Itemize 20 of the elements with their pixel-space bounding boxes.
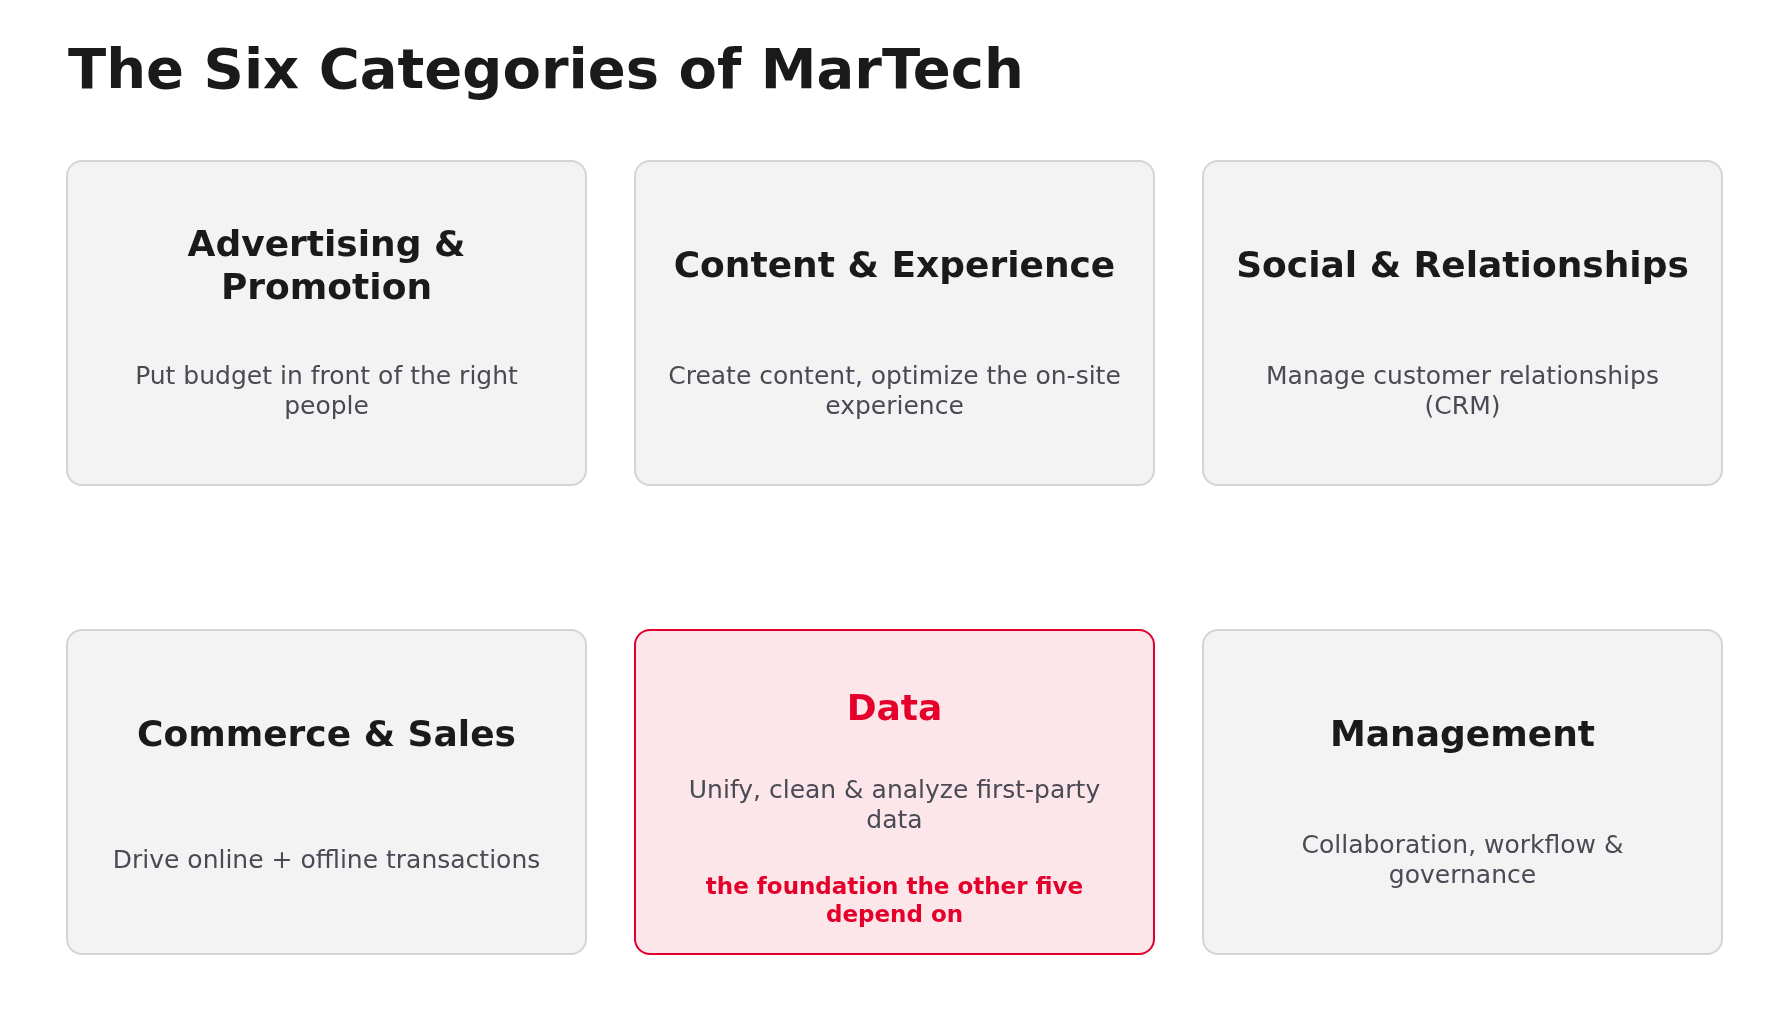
category-card	[66, 160, 587, 486]
category-card	[634, 160, 1155, 486]
category-description: Create content, optimize the on-site experience	[667, 360, 1122, 421]
category-description: Unify, clean & analyze first-party data	[687, 774, 1102, 835]
category-heading: Social & Relationships	[1235, 243, 1690, 287]
category-description: Drive online + offline transactions	[111, 844, 542, 875]
category-heading: Content & Experience	[672, 243, 1117, 287]
category-description: Collaboration, workflow & governance	[1300, 829, 1625, 890]
category-heading: Advertising & Promotion	[186, 221, 467, 309]
foundation-note: the foundation the other five depend on	[704, 873, 1085, 930]
category-card	[66, 629, 587, 955]
category-card	[1202, 629, 1723, 955]
category-card	[1202, 160, 1723, 486]
diagram-title: The Six Categories of MarTech	[68, 36, 1024, 101]
category-heading: Management	[1329, 712, 1596, 756]
category-heading: Data	[845, 686, 944, 730]
category-description: Manage customer relationships (CRM)	[1265, 360, 1660, 421]
category-heading: Commerce & Sales	[136, 712, 517, 756]
category-description: Put budget in front of the right people	[134, 360, 519, 421]
category-card	[634, 629, 1155, 955]
